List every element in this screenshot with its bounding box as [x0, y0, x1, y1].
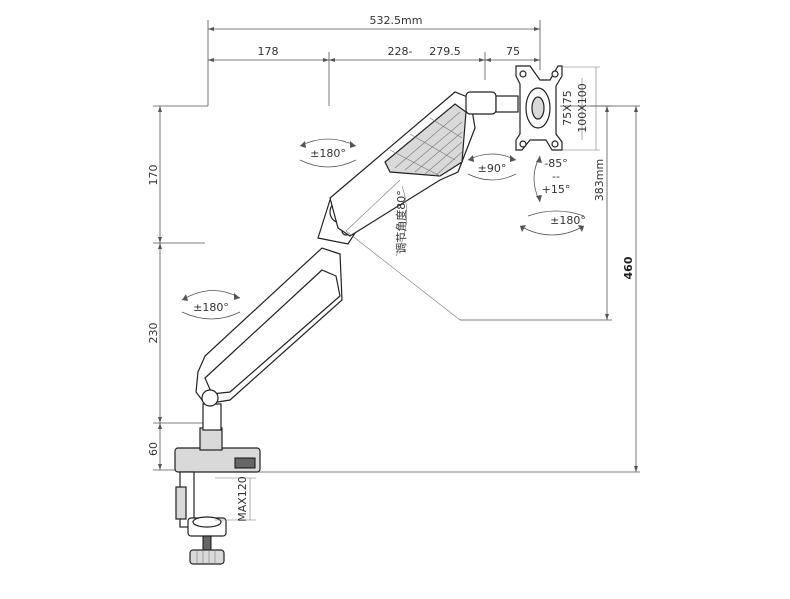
right-dimensions: 460 383mm 75X75 100X100 [180, 66, 640, 473]
adjust-angle-label: 调节角度80° [394, 190, 408, 254]
rotation-lower: ±180° [181, 290, 241, 320]
tilt-range: -85° -- +15° [533, 155, 571, 203]
vesa-75-label: 75X75 [561, 90, 574, 126]
rotation-upper-label: ±180° [310, 147, 346, 160]
dim-total-width: 532.5mm [370, 14, 423, 27]
clamp-max-label: MAX120 [236, 476, 249, 522]
top-dimensions: 532.5mm 178 228- 279.5 75 [207, 14, 541, 106]
rotation-tilt-swivel-label: ±90° [478, 162, 507, 175]
dim-383: 383mm [593, 159, 606, 201]
vesa-plate [515, 65, 563, 151]
rotation-screen-label: ±180° [550, 214, 586, 227]
rotation-screen: ±180° [519, 210, 586, 236]
desk-clamp: MAX120 [174, 447, 261, 565]
dim-460: 460 [622, 256, 635, 279]
dim-279: 279.5 [429, 45, 461, 58]
dim-75: 75 [506, 45, 520, 58]
dim-228: 228- [388, 45, 413, 58]
tilt-neg-label: -85° [544, 157, 567, 170]
pole [199, 403, 223, 451]
dim-60: 60 [147, 442, 160, 456]
rotation-tilt-swivel: ±90° [467, 153, 517, 181]
upper-arm [329, 91, 476, 237]
dim-178: 178 [258, 45, 279, 58]
tilt-pos-label: +15° [542, 183, 571, 196]
left-dimensions: 170 230 60 [147, 105, 208, 471]
rotation-upper: ±180° [299, 138, 357, 168]
dim-230: 230 [147, 323, 160, 344]
adjust-angle: 调节角度80° [345, 179, 461, 321]
rotation-lower-label: ±180° [193, 301, 229, 314]
lower-arm [195, 247, 343, 407]
dim-170: 170 [147, 165, 160, 186]
tilt-sep-label: -- [552, 170, 560, 183]
head-joint [465, 91, 519, 115]
vesa-100-label: 100X100 [576, 83, 589, 133]
